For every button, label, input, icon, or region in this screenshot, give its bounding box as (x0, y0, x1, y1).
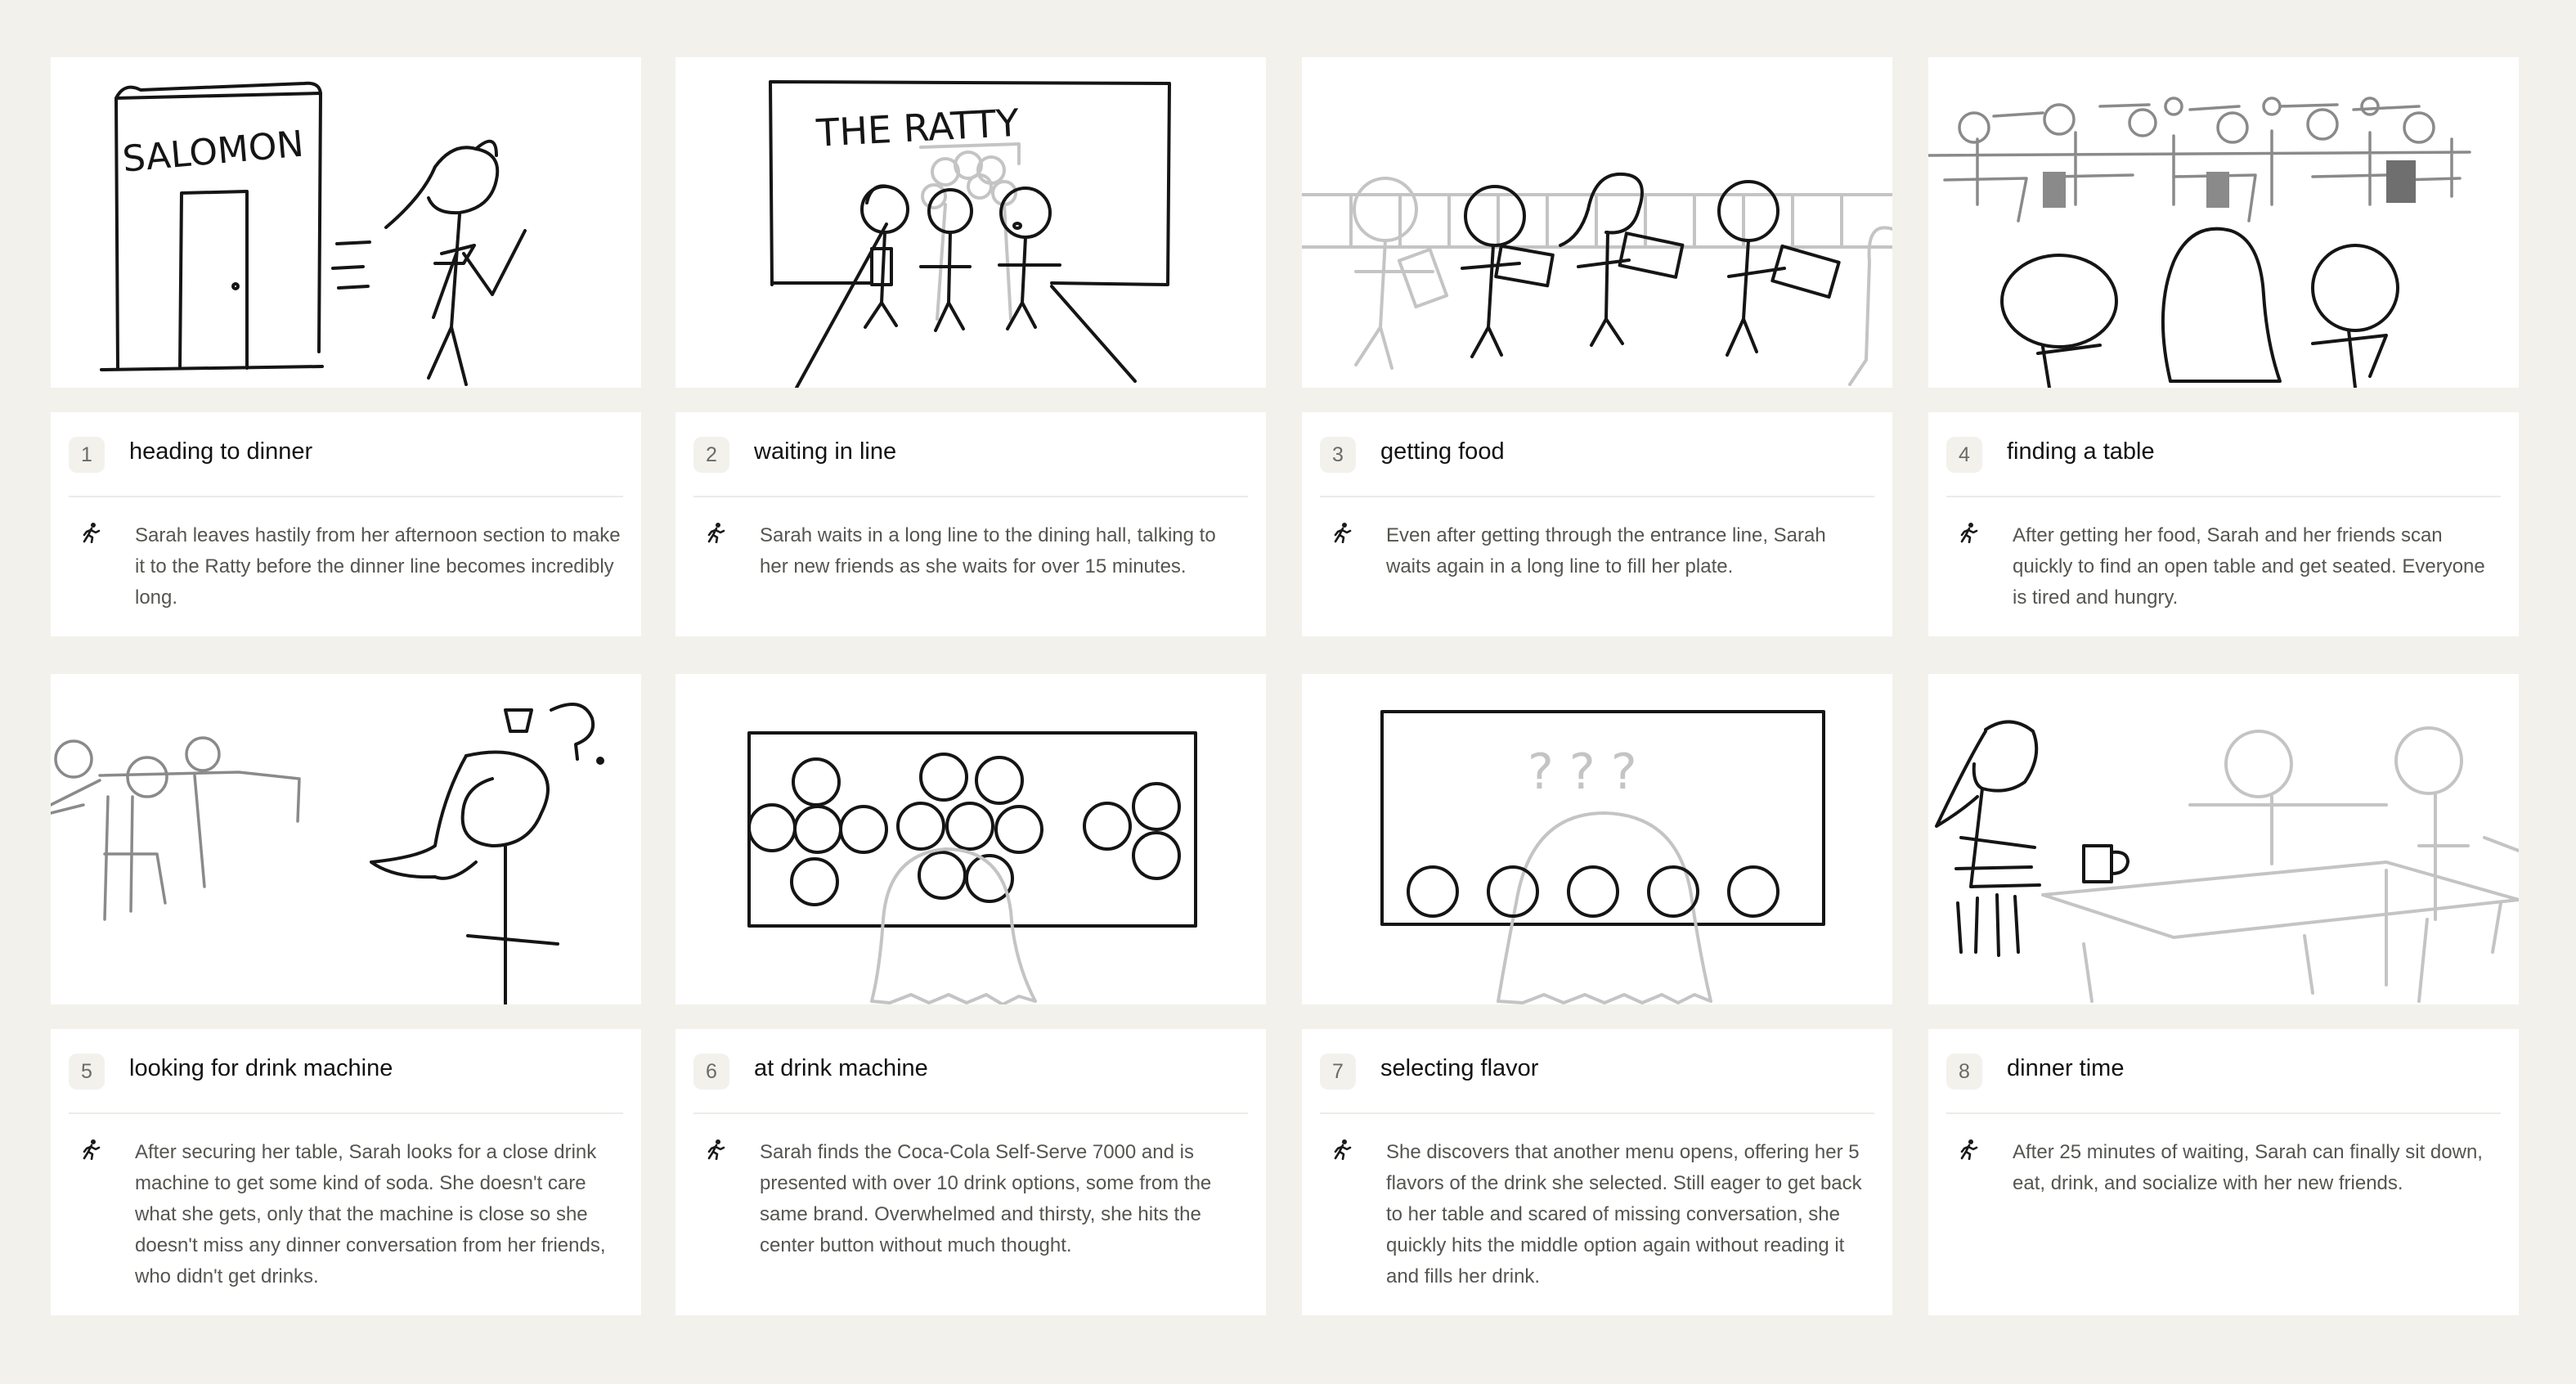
question-marks: ? ? ? (1528, 744, 1637, 801)
frame-header: 8 dinner time (1946, 1029, 2501, 1114)
frame-card-6: 6 at drink machine Sarah finds the Coca-… (675, 1029, 1266, 1315)
frame-number: 4 (1946, 437, 1982, 473)
sketch-at-drink-machine (747, 731, 1197, 1004)
running-person-icon (1960, 523, 1978, 543)
frame-card-1: 1 heading to dinner Sarah leaves hastily… (51, 412, 641, 636)
frame-title: looking for drink machine (129, 1055, 393, 1081)
frame-description: She discovers that another menu opens, o… (1386, 1141, 1862, 1287)
frame-header: 6 at drink machine (693, 1029, 1248, 1114)
frame-header: 4 finding a table (1946, 412, 2501, 497)
frame-card-8: 8 dinner time After 25 minutes of waitin… (1928, 1029, 2519, 1315)
frame-header: 3 getting food (1320, 412, 1874, 497)
frame-title: dinner time (2007, 1055, 2125, 1081)
frame-description: Sarah leaves hastily from her afternoon … (135, 524, 621, 609)
sketch-panel-2: THE RATTY (675, 57, 1266, 388)
frame-card-3: 3 getting food Even after getting throug… (1302, 412, 1892, 636)
running-person-icon (707, 523, 725, 543)
frame-title: getting food (1380, 438, 1505, 465)
frame-title: finding a table (2007, 438, 2155, 465)
frame-number: 3 (1320, 437, 1356, 473)
frame-header: 1 heading to dinner (69, 412, 623, 497)
frame-number: 1 (69, 437, 105, 473)
frame-header: 5 looking for drink machine (69, 1029, 623, 1114)
frame-number: 7 (1320, 1054, 1356, 1090)
frame-card-4: 4 finding a table After getting her food… (1928, 412, 2519, 636)
frame-number: 8 (1946, 1054, 1982, 1090)
frame-description: After getting her food, Sarah and her fr… (2013, 524, 2485, 609)
frame-number: 6 (693, 1054, 729, 1090)
frame-number: 5 (69, 1054, 105, 1090)
running-person-icon (1334, 1139, 1352, 1160)
sketch-selecting-flavor: ? ? ? (1380, 710, 1825, 1004)
running-person-icon (83, 523, 101, 543)
running-person-icon (1334, 523, 1352, 543)
frame-description: After 25 minutes of waiting, Sarah can f… (2013, 1141, 2483, 1194)
frame-card-2: 2 waiting in line Sarah waits in a long … (675, 412, 1266, 636)
sketch-panel-3 (1302, 57, 1892, 388)
running-person-icon (1960, 1139, 1978, 1160)
frame-header: 7 selecting flavor (1320, 1029, 1874, 1114)
frame-description: Sarah finds the Coca-Cola Self-Serve 700… (760, 1141, 1212, 1256)
frame-description: After securing her table, Sarah looks fo… (135, 1141, 606, 1287)
frame-description: Even after getting through the entrance … (1386, 524, 1826, 577)
sketch-waiting-in-line: THE RATTY (769, 80, 1171, 388)
frame-header: 2 waiting in line (693, 412, 1248, 497)
sketch-looking-for-drink-machine (51, 703, 604, 1004)
ratty-sign: THE RATTY (815, 101, 1021, 155)
sketch-panel-5 (51, 674, 641, 1004)
frame-title: waiting in line (754, 438, 897, 465)
frame-card-7: 7 selecting flavor She discovers that an… (1302, 1029, 1892, 1315)
frame-title: at drink machine (754, 1055, 928, 1081)
sketch-panel-8 (1928, 674, 2519, 1004)
sketch-finding-a-table (1928, 97, 2471, 388)
running-person-icon (707, 1139, 725, 1160)
running-person-icon (83, 1139, 101, 1160)
frame-number: 2 (693, 437, 729, 473)
sketch-panel-1: SALOMON (51, 57, 641, 388)
sketch-panel-6 (675, 674, 1266, 1004)
sketch-dinner-time (1935, 720, 2519, 1003)
salomon-sign: SALOMON (121, 124, 306, 181)
sketch-heading-to-dinner: SALOMON (100, 81, 527, 386)
sketch-panel-7: ? ? ? (1302, 674, 1892, 1004)
frame-title: heading to dinner (129, 438, 313, 465)
sketch-getting-food (1302, 172, 1892, 386)
frame-description: Sarah waits in a long line to the dining… (760, 524, 1216, 577)
frame-card-5: 5 looking for drink machine After securi… (51, 1029, 641, 1315)
sketch-panel-4 (1928, 57, 2519, 388)
frame-title: selecting flavor (1380, 1055, 1539, 1081)
